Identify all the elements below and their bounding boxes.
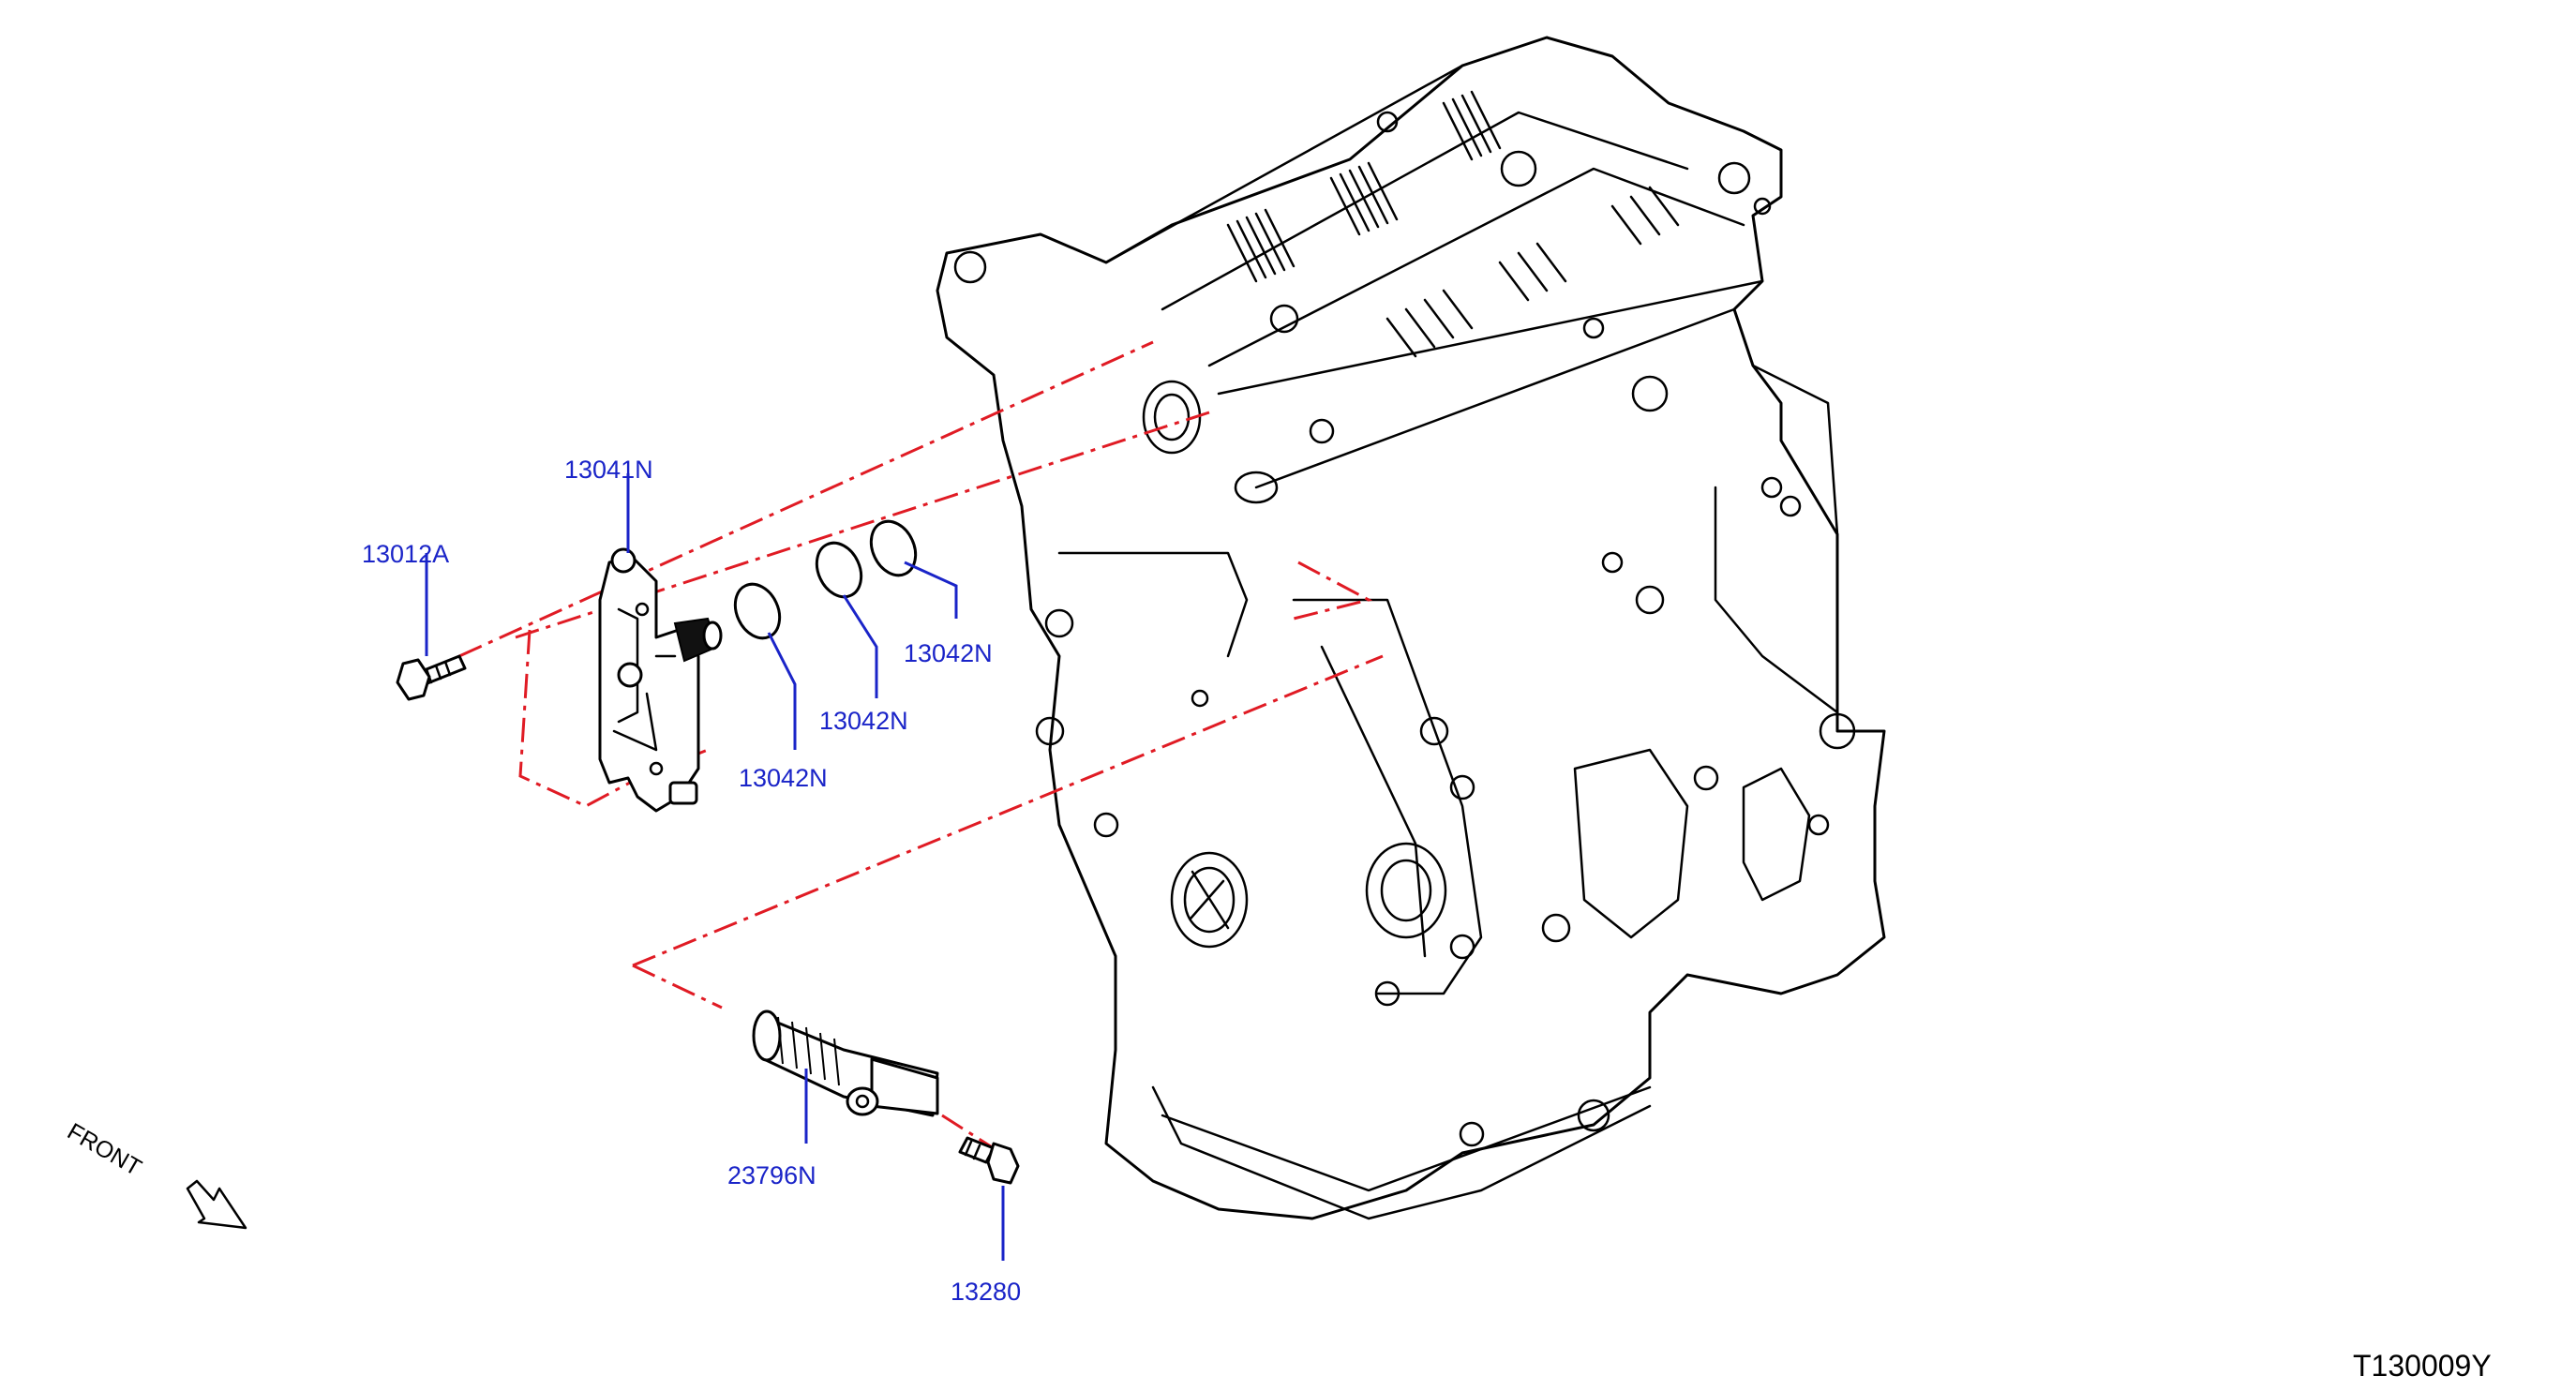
alignment-line-drop [518, 629, 643, 808]
o-ring-2 [815, 541, 863, 599]
label-13042n-b: 13042N [819, 707, 908, 735]
label-13041n: 13041N [564, 456, 653, 484]
front-label: FRONT [63, 1118, 146, 1181]
alignment-line-upper [458, 340, 1154, 658]
figure-code: T130009Y [2353, 1349, 2492, 1383]
o-rings-13042n [733, 519, 918, 640]
alignment-line-solenoid [632, 964, 723, 1010]
o-ring-3 [869, 519, 918, 577]
engine-assembly [936, 36, 1886, 1220]
o-ring-1 [733, 582, 782, 640]
camshaft-gears [1226, 90, 1680, 358]
alignment-line-lower [632, 654, 1384, 967]
alignment-line-bracket [1293, 561, 1373, 621]
front-indicator: FRONT [63, 1118, 247, 1230]
alignment-line-bolt [941, 1114, 995, 1150]
bolt-13012a [396, 654, 467, 701]
label-23796n: 23796N [727, 1161, 816, 1189]
label-13042n-c: 13042N [904, 639, 993, 667]
oil-control-valve-23796n [752, 1010, 939, 1117]
callout-labels: 13041N 13012A 13042N 13042N 13042N 23796… [362, 456, 1021, 1306]
label-13042n-a: 13042N [739, 764, 828, 792]
label-13012a: 13012A [362, 540, 449, 568]
label-13280: 13280 [951, 1278, 1021, 1306]
vtc-solenoid-13041n [598, 547, 723, 813]
bolt-13280 [958, 1136, 1020, 1185]
leader-lines [425, 473, 1005, 1261]
front-arrow-icon [186, 1179, 247, 1230]
